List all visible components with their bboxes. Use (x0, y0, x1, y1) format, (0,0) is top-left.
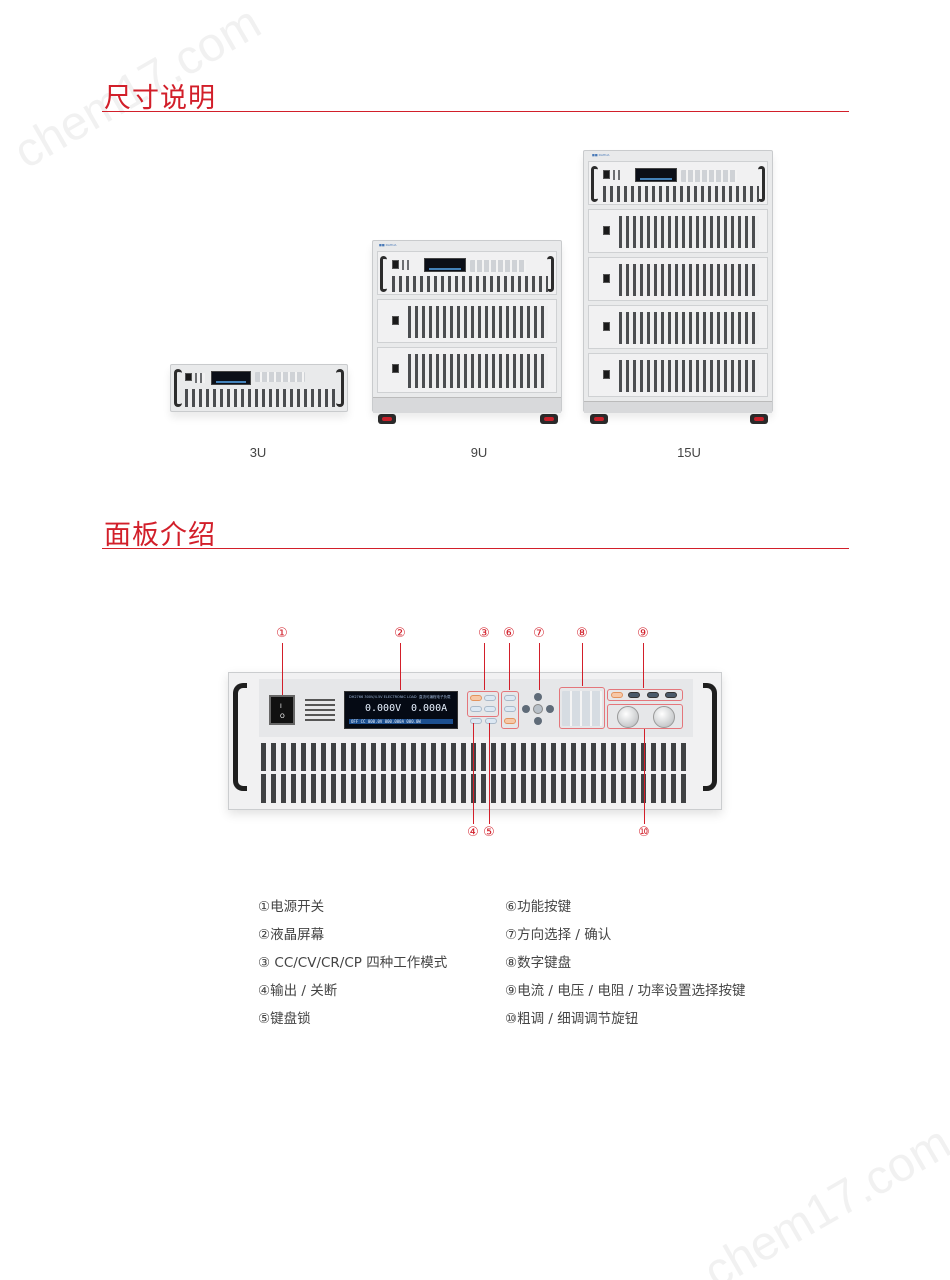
leader-line (643, 643, 644, 688)
callout-9: ⑨ (637, 626, 649, 641)
leader-line (282, 643, 283, 695)
legend-item-7: ⑦方向选择 / 确认 (505, 927, 612, 943)
arrow-right-button[interactable] (546, 705, 554, 713)
lcd-header: DH2766 300V/4.5V ELECTRONIC LOAD (349, 695, 417, 699)
callout-3: ③ (478, 626, 490, 641)
function-button[interactable] (504, 718, 516, 724)
lcd-current: 0.000A (411, 703, 448, 714)
section-title-panel: 面板介绍 (104, 520, 216, 551)
caster (540, 414, 558, 424)
set-voltage-button[interactable] (628, 692, 640, 698)
legend-item-9: ⑨电流 / 电压 / 电阻 / 功率设置选择按键 (505, 983, 746, 999)
legend-item-3: ③ CC/CV/CR/CP 四种工作模式 (258, 955, 448, 971)
function-button[interactable] (504, 706, 516, 712)
leader-line (509, 643, 510, 690)
size-label-9u: 9U (470, 445, 488, 460)
section-rule (102, 548, 849, 549)
callout-4: ④ (467, 825, 479, 840)
legend-item-6: ⑥功能按键 (505, 899, 572, 915)
legend-item-4: ④输出 / 关断 (258, 983, 338, 999)
caster (750, 414, 768, 424)
coarse-adjust-knob[interactable] (617, 706, 639, 728)
handle-left (233, 683, 247, 791)
size-label-3u: 3U (249, 445, 267, 460)
mode-cr-button[interactable] (470, 706, 482, 712)
lcd-status: OFF CC 000.0V 000.000A 000.0W (349, 719, 453, 724)
device-15u: ■■ DAHUA (583, 150, 773, 413)
mode-cp-button[interactable] (484, 706, 496, 712)
leader-line (582, 643, 583, 686)
leader-line (400, 643, 401, 690)
set-resistance-button[interactable] (647, 692, 659, 698)
watermark: chem17.com (695, 1115, 950, 1280)
arrow-left-button[interactable] (522, 705, 530, 713)
caster (378, 414, 396, 424)
legend-item-10: ⑩粗调 / 细调调节旋钮 (505, 1011, 639, 1027)
callout-6: ⑥ (503, 626, 515, 641)
leader-line (484, 643, 485, 690)
set-power-button[interactable] (665, 692, 677, 698)
callout-10: ⑩ (638, 825, 650, 840)
arrow-down-button[interactable] (534, 717, 542, 725)
callout-2: ② (394, 626, 406, 641)
enter-button[interactable] (533, 704, 543, 714)
caster (590, 414, 608, 424)
mode-cc-button[interactable] (470, 695, 482, 701)
keylock-button[interactable] (485, 718, 497, 724)
legend-item-8: ⑧数字键盘 (505, 955, 572, 971)
legend-item-2: ②液晶屏幕 (258, 927, 325, 943)
handle-right (703, 683, 717, 791)
legend-item-5: ⑤键盘锁 (258, 1011, 311, 1027)
lcd-header-right: 直流可编程电子负载 (419, 695, 451, 699)
callout-7: ⑦ (533, 626, 545, 641)
section-rule (102, 111, 849, 112)
output-onoff-button[interactable] (470, 718, 482, 724)
vent (305, 699, 335, 723)
arrow-up-button[interactable] (534, 693, 542, 701)
callout-8: ⑧ (576, 626, 588, 641)
leader-line (473, 723, 474, 824)
set-current-button[interactable] (611, 692, 623, 698)
section-title-size: 尺寸说明 (104, 83, 216, 114)
vent-grille (261, 743, 691, 803)
size-label-15u: 15U (677, 445, 701, 460)
callout-5: ⑤ (483, 825, 495, 840)
device-3u (170, 364, 348, 412)
fine-adjust-knob[interactable] (653, 706, 675, 728)
lcd-voltage: 0.000V (365, 703, 402, 714)
legend-item-1: ①电源开关 (258, 899, 325, 915)
leader-line (489, 723, 490, 824)
mode-cv-button[interactable] (484, 695, 496, 701)
device-9u: ■■ DAHUA (372, 240, 562, 413)
numeric-keypad[interactable] (562, 691, 602, 726)
function-button[interactable] (504, 695, 516, 701)
lcd-screen: DH2766 300V/4.5V ELECTRONIC LOAD 直流可编程电子… (344, 691, 458, 729)
leader-line (644, 729, 645, 824)
leader-line (539, 643, 540, 690)
callout-1: ① (276, 626, 288, 641)
